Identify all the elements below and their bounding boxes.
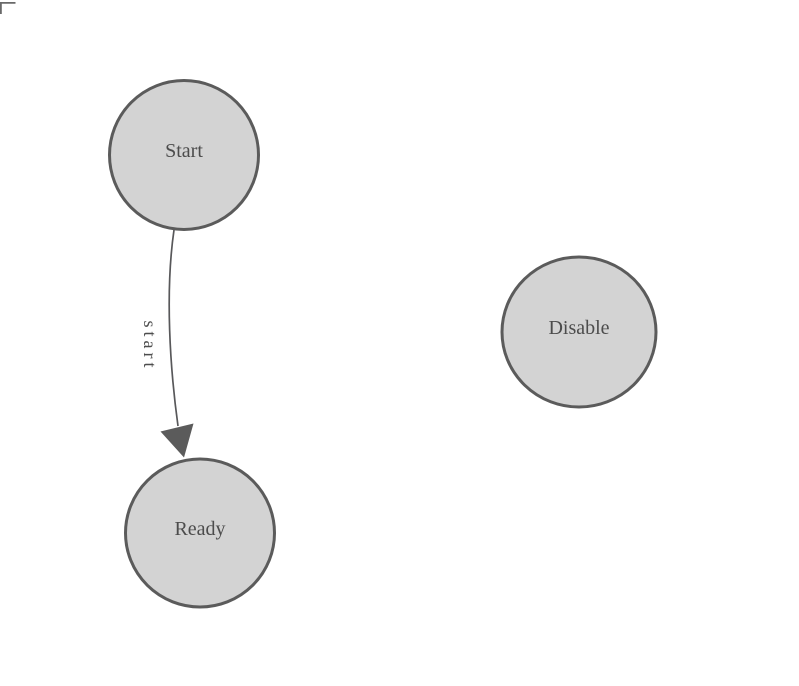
canvas-corner-mark: [0, 2, 16, 14]
state-node-ready-shape[interactable]: [124, 457, 276, 609]
edge-arrowhead-icon: [160, 423, 194, 458]
state-node-start-shape[interactable]: [108, 79, 260, 231]
edge-label[interactable]: start: [140, 321, 160, 372]
state-node-start-label: Start: [165, 140, 203, 162]
edge-curve[interactable]: [168, 229, 179, 427]
state-node-ready-label: Ready: [174, 518, 225, 540]
transition-edge-start-ready[interactable]: start: [140, 229, 194, 458]
state-node-ready[interactable]: Ready: [124, 457, 276, 609]
state-node-start[interactable]: Start: [108, 79, 260, 231]
state-node-disable-label: Disable: [548, 317, 609, 339]
state-node-disable-shape[interactable]: [500, 255, 658, 409]
state-node-disable[interactable]: Disable: [500, 255, 658, 409]
